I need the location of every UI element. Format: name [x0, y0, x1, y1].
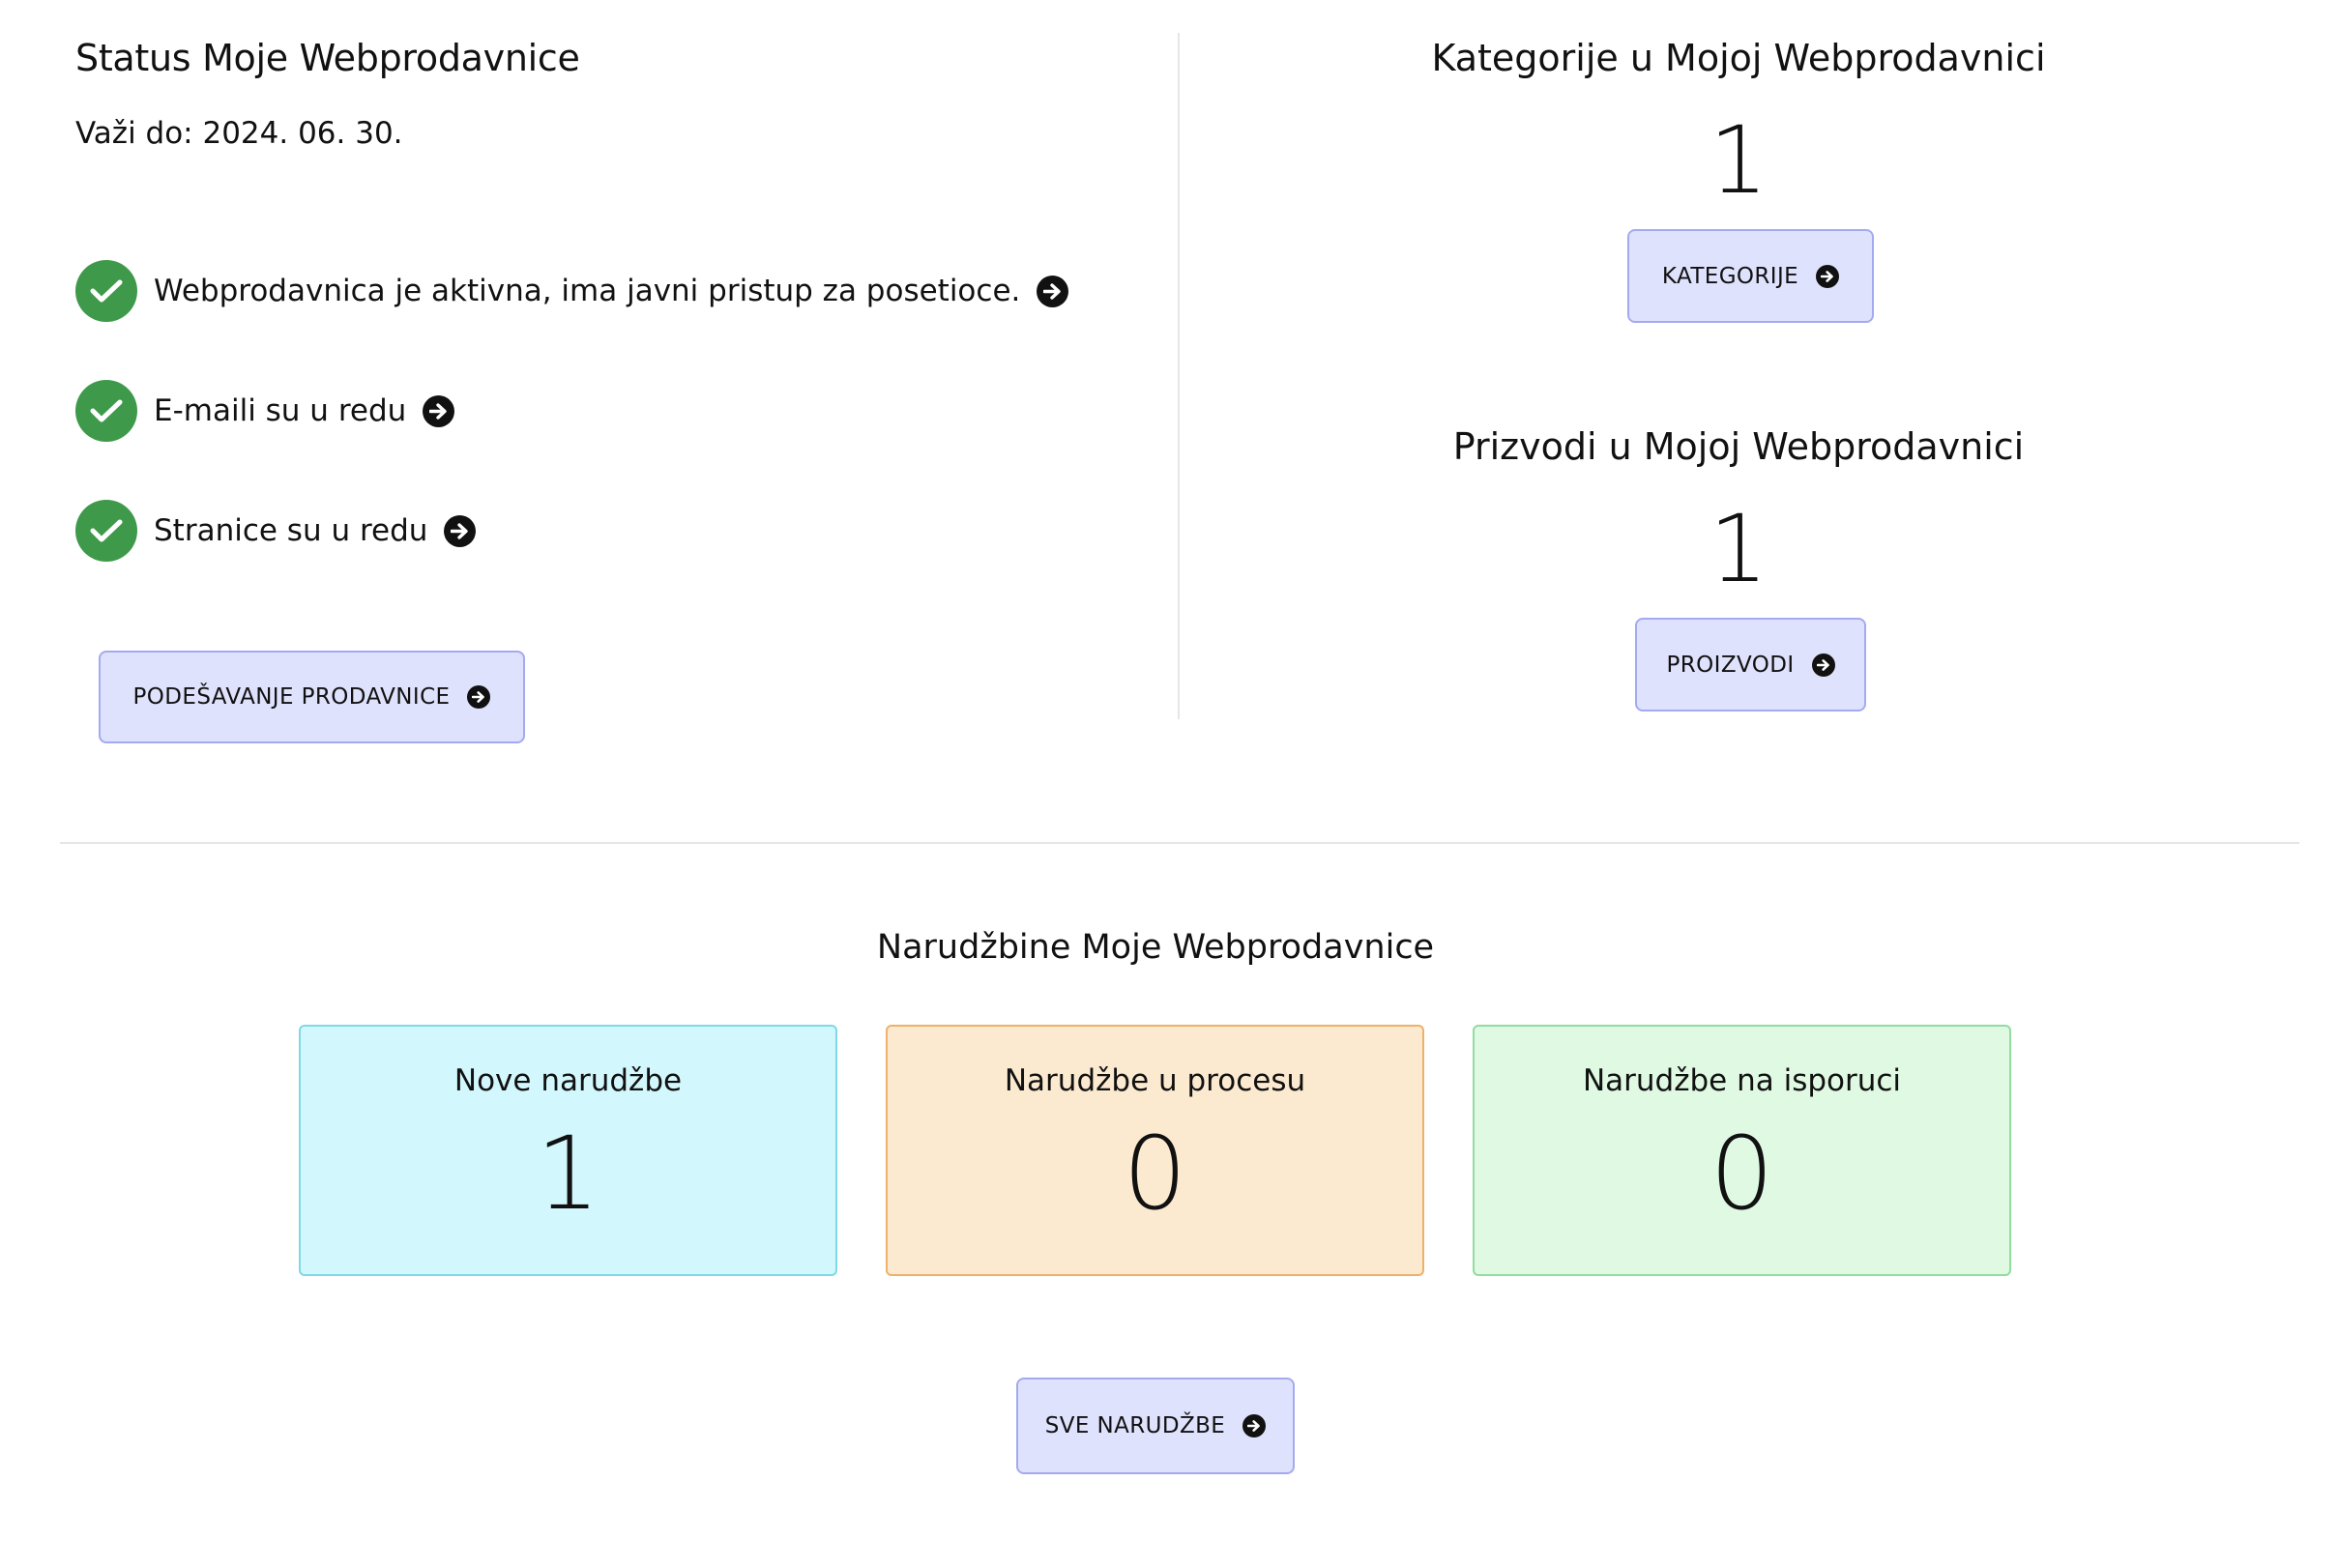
valid-until-text: Važi do: 2024. 06. 30. [75, 116, 403, 151]
categories-button[interactable]: KATEGORIJE [1627, 229, 1874, 323]
arrow-right-circle-icon [467, 685, 491, 709]
status-check-label: Webprodavnica je aktivna, ima javni pris… [154, 274, 1021, 308]
all-orders-button[interactable]: SVE NARUDŽBE [1016, 1378, 1295, 1474]
shop-settings-button-label: PODEŠAVANJE PRODAVNICE [132, 684, 451, 710]
arrow-right-circle-icon [1811, 653, 1835, 677]
status-title: Status Moje Webprodavnice [75, 37, 580, 79]
products-count: 1 [1709, 495, 1768, 603]
categories-count: 1 [1709, 106, 1768, 215]
all-orders-button-label: SVE NARUDŽBE [1044, 1413, 1226, 1438]
status-check-label: Stranice su u redu [154, 513, 428, 548]
orders-card-label: Nove narudžbe [453, 1063, 683, 1098]
status-check-label: E-maili su u redu [154, 393, 407, 428]
orders-card-value: 0 [1123, 1115, 1187, 1233]
orders-card-label: Narudžbe u procesu [1004, 1063, 1306, 1098]
arrow-right-circle-icon[interactable] [1037, 275, 1069, 307]
products-title: Prizvodi u Mojoj Webprodavnici [1452, 425, 2025, 468]
shop-settings-button[interactable]: PODEŠAVANJE PRODAVNICE [99, 651, 525, 743]
orders-card-label: Narudžbe na isporuci [1582, 1063, 1902, 1098]
status-check-pages: Stranice su u redu [75, 500, 477, 562]
check-icon [75, 260, 137, 322]
products-button[interactable]: PROIZVODI [1635, 618, 1866, 711]
orders-card-value: 0 [1710, 1115, 1774, 1233]
check-icon [75, 380, 137, 442]
arrow-right-circle-icon [1242, 1414, 1267, 1437]
check-icon [75, 500, 137, 562]
arrow-right-circle-icon[interactable] [423, 394, 455, 427]
status-check-emails: E-maili su u redu [75, 380, 455, 442]
horizontal-divider [60, 842, 2299, 844]
orders-title: Narudžbine Moje Webprodavnice [876, 928, 1435, 967]
categories-button-label: KATEGORIJE [1661, 263, 1799, 289]
orders-card-new[interactable]: Nove narudžbe 1 [299, 1025, 837, 1276]
orders-card-value: 1 [536, 1115, 600, 1233]
status-check-shop-active: Webprodavnica je aktivna, ima javni pris… [75, 260, 1069, 322]
arrow-right-circle-icon[interactable] [444, 514, 477, 547]
categories-title: Kategorije u Mojoj Webprodavnici [1431, 37, 2046, 79]
products-button-label: PROIZVODI [1666, 652, 1795, 678]
orders-card-in-delivery[interactable]: Narudžbe na isporuci 0 [1473, 1025, 2011, 1276]
arrow-right-circle-icon [1816, 264, 1840, 288]
orders-card-in-process[interactable]: Narudžbe u procesu 0 [886, 1025, 1424, 1276]
vertical-divider [1178, 33, 1180, 719]
